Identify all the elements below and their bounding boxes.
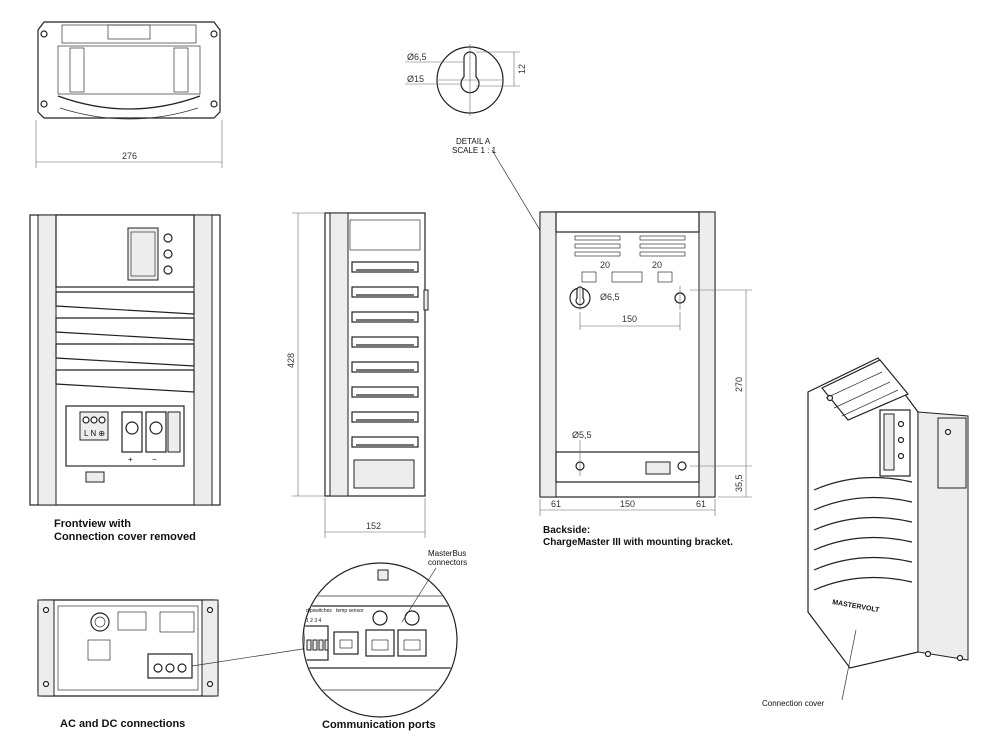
comm-caption: Communication ports: [322, 719, 436, 731]
comm-temp-label: temp sensor: [336, 608, 364, 614]
top-width-dim: 276: [122, 151, 137, 161]
back-vents: [574, 235, 686, 257]
front-caption-2: Connection cover removed: [54, 531, 196, 543]
side-height-dim: 428: [286, 353, 296, 368]
back-dim-61-right: 61: [696, 499, 706, 509]
comm-masterbus-label-2: connectors: [428, 558, 467, 567]
ac-dc-caption: AC and DC connections: [60, 718, 185, 730]
back-dim-20-right: 20: [652, 260, 662, 270]
iso-view: MASTERVOLT Connection cover: [762, 357, 969, 708]
ac-dc-view: AC and DC connections: [37, 599, 323, 730]
back-dim-61-left: 61: [551, 499, 561, 509]
back-dia-top: Ø6,5: [600, 292, 620, 302]
back-caption-1: Backside:: [543, 525, 590, 536]
detail-slot-dim: 12: [517, 64, 527, 74]
front-caption-1: Frontview with: [54, 518, 131, 530]
front-slats: [55, 291, 195, 393]
detail-title: DETAIL A: [456, 137, 491, 146]
back-dim-270: 270: [734, 377, 744, 392]
detail-dia-small: Ø6,5: [407, 52, 427, 62]
back-dia-bottom: Ø5,5: [572, 430, 592, 440]
side-vents: [351, 261, 419, 448]
svg-text:−: −: [152, 455, 157, 464]
iso-slats: [813, 476, 913, 591]
svg-text:+: +: [128, 455, 133, 464]
detail-dia-large: Ø15: [407, 74, 424, 84]
front-terminal-labels: L N ⊕: [84, 429, 105, 438]
iso-connection-cover-label: Connection cover: [762, 699, 825, 708]
comm-ports-view: dipswitches temp sensor 1 2 3 4 MasterBu…: [302, 549, 467, 731]
detail-a: Ø6,5 Ø15 12 DETAIL A SCALE 1 : 1: [405, 44, 578, 293]
detail-scale: SCALE 1 : 1: [452, 146, 497, 155]
back-view: 20 20 Ø6,5 150 Ø5,5 270 35,5 61 150 61 B…: [539, 211, 752, 548]
back-dim-150-top: 150: [622, 314, 637, 324]
comm-dip-label: dipswitches: [306, 608, 332, 614]
top-view: 276: [35, 21, 223, 168]
side-view: 428 152: [286, 212, 429, 538]
back-dim-20-left: 20: [600, 260, 610, 270]
comm-masterbus-label-1: MasterBus: [428, 549, 466, 558]
front-view: L N ⊕ + − Frontview with Connection cover…: [29, 214, 221, 543]
comm-dip-numbers: 1 2 3 4: [306, 618, 322, 624]
back-caption-2: ChargeMaster III with mounting bracket.: [543, 537, 733, 548]
side-depth-dim: 152: [366, 521, 381, 531]
back-dim-35-5: 35,5: [734, 474, 744, 492]
back-dim-150-bottom: 150: [620, 499, 635, 509]
